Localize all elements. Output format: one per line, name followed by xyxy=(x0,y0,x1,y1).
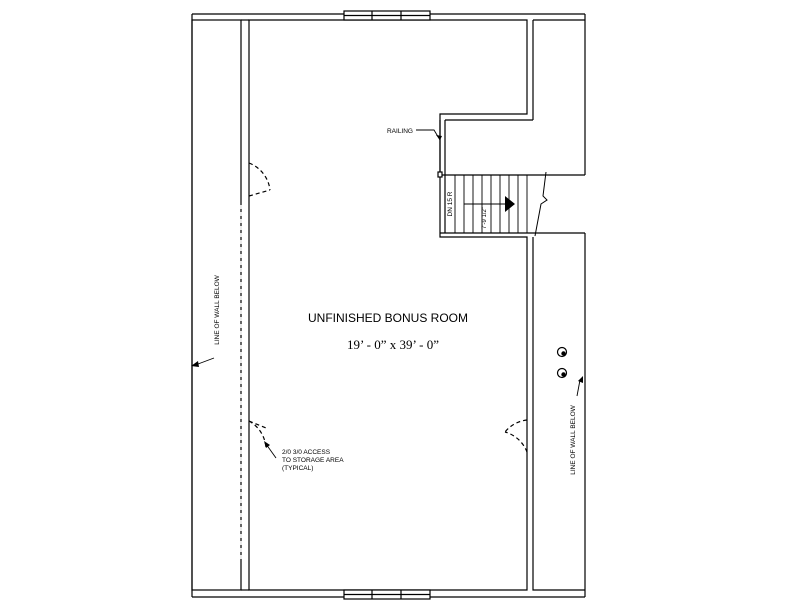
wall-below-leader-right xyxy=(576,379,581,397)
access-note-line-3: (TYPICAL) xyxy=(282,465,313,472)
railing-arrow xyxy=(436,135,442,140)
railing-leader xyxy=(416,129,441,141)
access-door-right-lower xyxy=(504,419,528,453)
right-wall-strip-upper xyxy=(532,19,585,114)
room-dimensions: 19’ - 0” x 39’ - 0” xyxy=(347,337,439,352)
wall-below-leader-left xyxy=(197,357,215,365)
window-top xyxy=(343,10,431,21)
stair-treads xyxy=(454,175,528,233)
access-note-line-1: 2/0 3/0 ACCESS xyxy=(282,449,331,456)
window-bottom xyxy=(343,589,431,600)
right-wall-strip-lower xyxy=(532,237,585,591)
stair-height-label: 7'-9 1/2" xyxy=(482,207,488,229)
stair-direction-arrow xyxy=(505,196,515,212)
wall-below-arrow-right xyxy=(578,376,583,383)
wall-below-label-right: LINE OF WALL BELOW xyxy=(570,404,577,474)
railing-post xyxy=(437,171,443,178)
room-name: UNFINISHED BONUS ROOM xyxy=(308,311,468,325)
access-door-left-lower xyxy=(248,420,267,450)
wall-below-arrow-left xyxy=(191,361,199,367)
stair-dn-label: DN 15 R xyxy=(447,191,454,216)
access-arrow xyxy=(264,441,270,448)
railing-label: RAILING xyxy=(387,128,413,135)
access-note-line-2: TO STORAGE AREA xyxy=(282,457,344,464)
access-door-left-upper xyxy=(248,162,271,197)
room-outline xyxy=(248,19,528,591)
stair-break-line xyxy=(534,171,548,237)
wall-below-label-left: LINE OF WALL BELOW xyxy=(214,274,221,344)
electrical-outlets xyxy=(556,346,568,379)
